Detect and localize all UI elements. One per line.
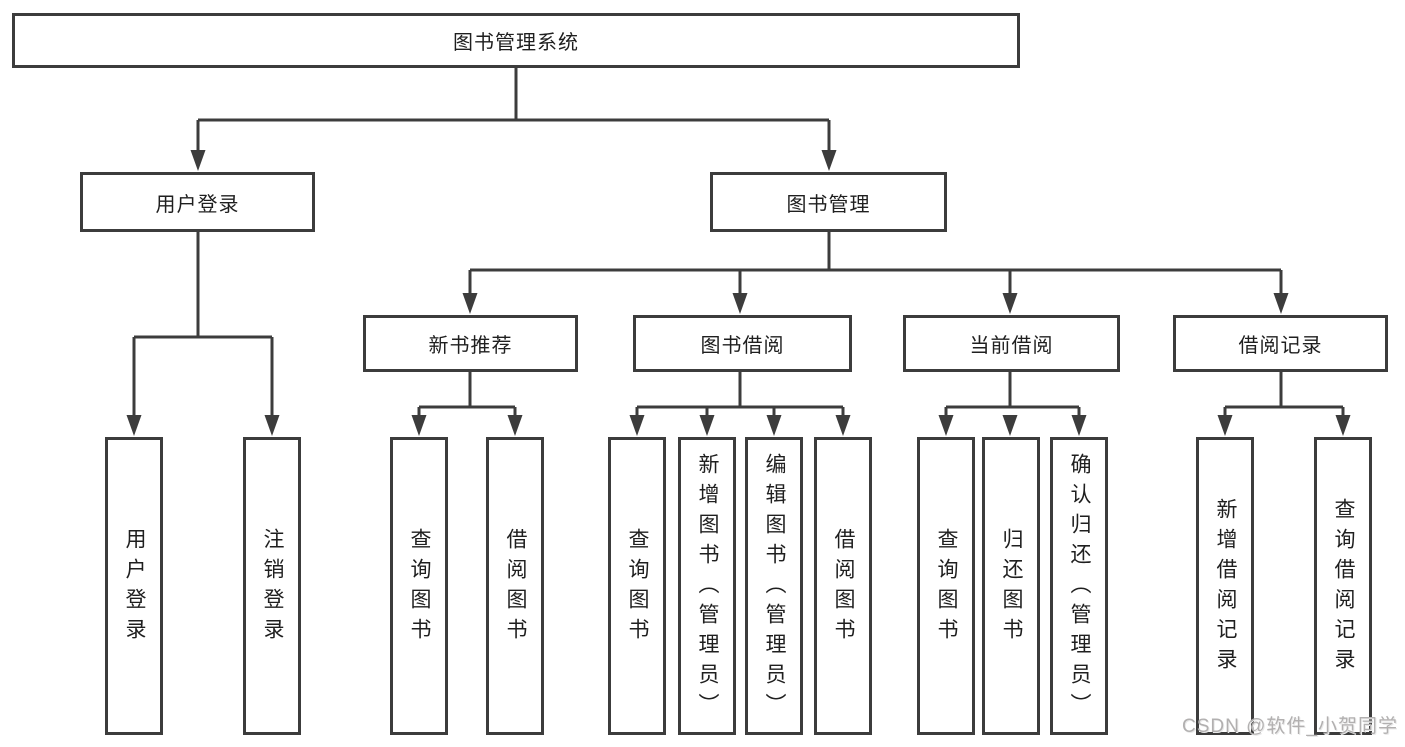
node-login: 用户登录 bbox=[105, 437, 163, 735]
node-confirm-return-admin: 确认归还（管理员） bbox=[1050, 437, 1108, 735]
node-book-borrow: 图书借阅 bbox=[633, 315, 852, 372]
node-add-book-admin: 新增图书（管理员） bbox=[678, 437, 736, 735]
csdn-watermark: CSDN @软件_小贺同学 bbox=[1182, 716, 1398, 737]
node-add-borrow-record: 新增借阅记录 bbox=[1196, 437, 1254, 735]
node-book-management: 图书管理 bbox=[710, 172, 947, 232]
node-return-book: 归还图书 bbox=[982, 437, 1040, 735]
node-borrow-book: 借阅图书 bbox=[814, 437, 872, 735]
node-library-system: 图书管理系统 bbox=[12, 13, 1020, 68]
node-query-book-borrow: 查询图书 bbox=[608, 437, 666, 735]
node-new-book-recommend: 新书推荐 bbox=[363, 315, 578, 372]
node-borrow-records: 借阅记录 bbox=[1173, 315, 1388, 372]
node-borrow-book-recommend: 借阅图书 bbox=[486, 437, 544, 735]
node-current-borrow: 当前借阅 bbox=[903, 315, 1120, 372]
node-query-borrow-record: 查询借阅记录 bbox=[1314, 437, 1372, 735]
node-query-book-recommend: 查询图书 bbox=[390, 437, 448, 735]
node-edit-book-admin: 编辑图书（管理员） bbox=[745, 437, 803, 735]
node-query-book-current: 查询图书 bbox=[917, 437, 975, 735]
node-logout: 注销登录 bbox=[243, 437, 301, 735]
node-user-login: 用户登录 bbox=[80, 172, 315, 232]
